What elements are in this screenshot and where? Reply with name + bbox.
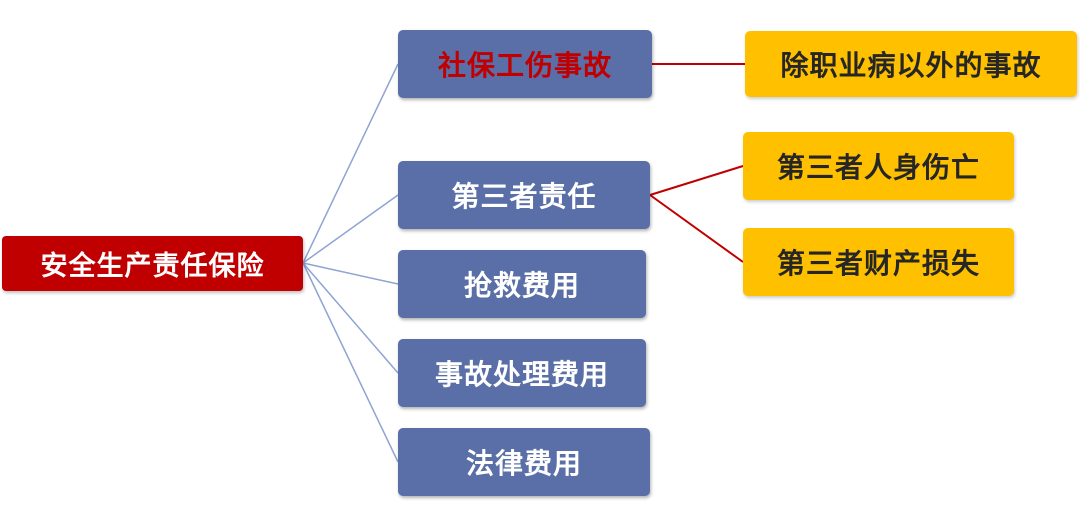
connector-root-branch-2	[302, 194, 399, 264]
connector-branch-2-leaf-2	[649, 165, 744, 196]
connector-branch-2-leaf-3	[649, 194, 744, 263]
leaf-node-3: 第三者财产损失	[743, 228, 1014, 296]
branch-label-1: 社保工伤事故	[437, 49, 612, 82]
branch-label-5: 法律费用	[465, 447, 582, 480]
leaf-label-2: 第三者人身伤亡	[776, 151, 980, 184]
branch-label-2: 第三者责任	[451, 180, 597, 213]
leaf-node-2: 第三者人身伤亡	[743, 132, 1014, 200]
branch-node-4: 事故处理费用	[398, 339, 646, 407]
leaf-node-1: 除职业病以外的事故	[745, 31, 1077, 97]
branch-label-3: 抢救费用	[463, 269, 580, 302]
leaf-label-1: 除职业病以外的事故	[780, 49, 1042, 82]
root-node: 安全生产责任保险	[2, 236, 303, 291]
connector-root-branch-3	[302, 262, 399, 285]
leaf-label-3: 第三者财产损失	[776, 247, 980, 280]
connector-root-branch-1	[302, 63, 399, 264]
branch-node-3: 抢救费用	[398, 250, 646, 318]
branch-label-4: 事故处理费用	[434, 358, 609, 391]
connector-root-branch-4	[302, 262, 399, 374]
branch-node-2: 第三者责任	[398, 161, 650, 229]
connector-root-branch-5	[302, 262, 399, 463]
root-label: 安全生产责任保险	[40, 251, 265, 282]
branch-node-5: 法律费用	[398, 428, 650, 496]
branch-node-1: 社保工伤事故	[398, 30, 652, 98]
